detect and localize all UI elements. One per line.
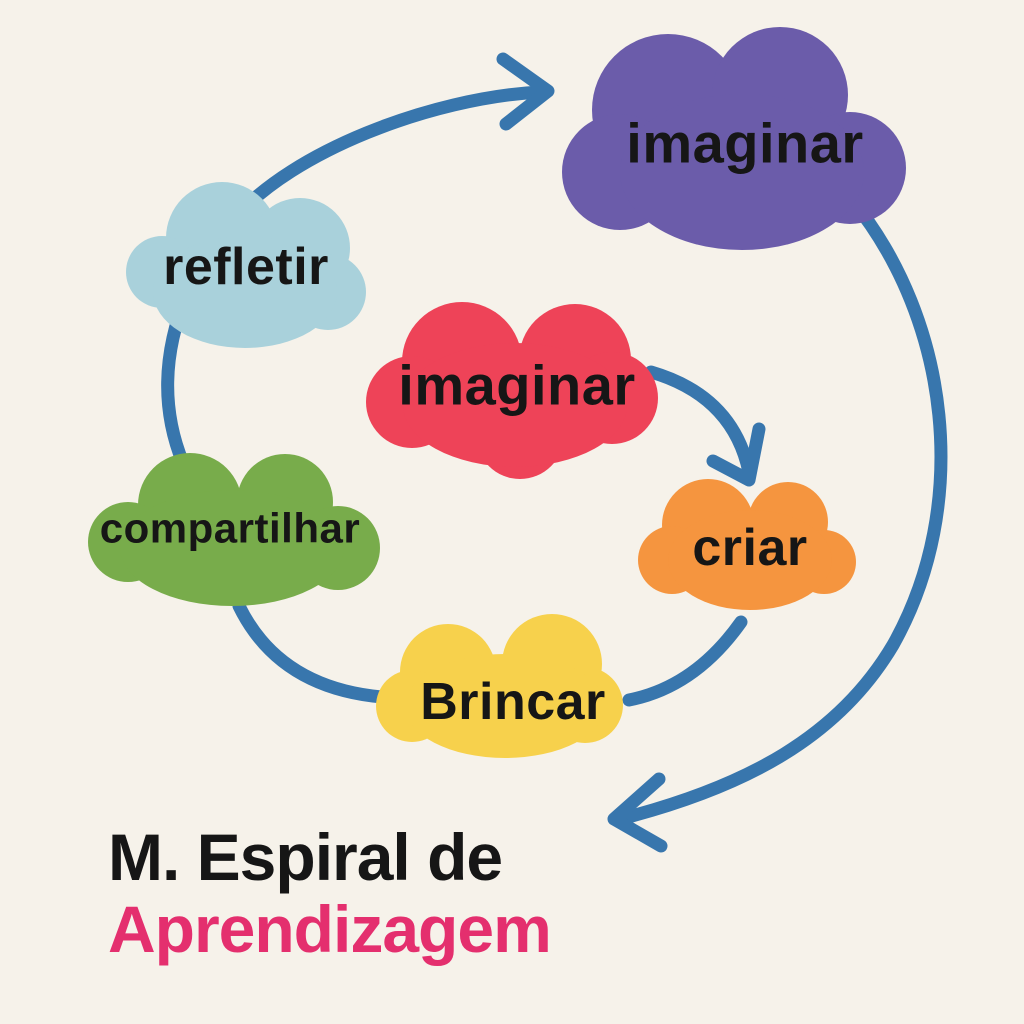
curve-compartilhar-brincar [232,599,405,705]
arrowhead-outer-loop-icon [607,772,668,853]
connector-arrows [161,52,948,853]
arrowhead-to-criar-icon [706,422,766,487]
diagram-title: M. Espiral de Aprendizagem [108,820,552,966]
cloud-criar [638,479,856,610]
cloud-imaginar-top [562,27,906,250]
arrowhead-to-imaginar-top-icon [496,52,555,131]
label-brincar: Brincar [420,673,606,731]
curve-brincar-criar [622,615,748,707]
label-refletir: refletir [163,238,329,296]
cloud-labels: imaginar refletir imaginar compartilhar … [100,112,863,732]
title-line-1: M. Espiral de [108,820,502,894]
title-line-2: Aprendizagem [108,892,551,966]
label-imaginar-top: imaginar [626,112,863,175]
label-compartilhar: compartilhar [100,505,360,552]
curve-imaginar-outer-loop [621,193,948,824]
label-imaginar-center: imaginar [398,354,635,417]
cloud-refletir [126,182,366,348]
cloud-brincar [376,614,623,758]
label-criar: criar [692,519,807,577]
curve-imaginar-criar [644,365,756,479]
cloud-imaginar-center [366,302,658,479]
cloud-compartilhar [88,453,380,606]
